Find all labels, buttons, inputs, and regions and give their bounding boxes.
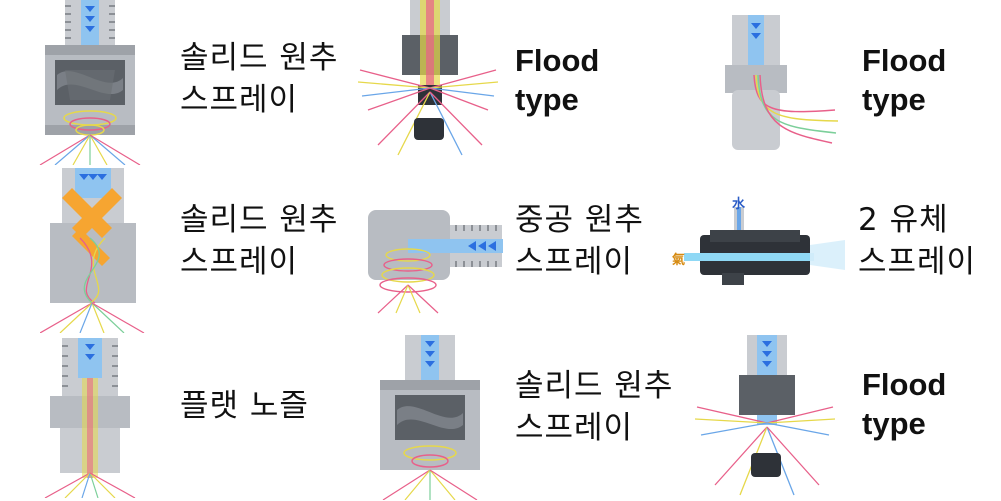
label-line-1: 솔리드 원추 bbox=[180, 202, 339, 238]
label-line-2: type bbox=[515, 81, 579, 117]
label-line-2: 스프레이 bbox=[180, 81, 299, 118]
label-line-2: 스프레이 bbox=[180, 243, 299, 280]
nozzle-label: 2 유체 스프레이 bbox=[858, 200, 976, 284]
label-line-2: type bbox=[862, 81, 926, 117]
nozzle-label: Flood type bbox=[515, 42, 599, 120]
label-line-2: 스프레이 bbox=[515, 243, 634, 280]
nozzle-label: 솔리드 원추 스프레이 bbox=[180, 200, 338, 284]
label-line-2: 스프레이 bbox=[515, 409, 634, 446]
label-line-1: Flood bbox=[515, 43, 600, 78]
label-line-1: Flood bbox=[862, 367, 947, 402]
nozzle-label: 플랫 노즐 bbox=[180, 386, 309, 428]
flat-fan-nozzle-icon bbox=[44, 338, 136, 498]
label-line-1: 중공 원추 bbox=[515, 202, 644, 238]
angled-flood-nozzle-icon bbox=[725, 15, 839, 150]
label-line-1: 솔리드 원추 bbox=[180, 40, 339, 76]
air-callout: 氣 bbox=[672, 253, 686, 268]
x-vane-solid-cone-nozzle-icon bbox=[40, 168, 145, 333]
label-line-1: 플랫 노즐 bbox=[180, 388, 309, 424]
label-line-1: 솔리드 원추 bbox=[515, 368, 674, 404]
nozzle-label: 솔리드 원추 스프레이 bbox=[515, 366, 673, 450]
nozzle-label: Flood type bbox=[862, 366, 946, 444]
two-fluid-nozzle-icon bbox=[684, 207, 845, 285]
label-line-1: 2 유체 bbox=[858, 202, 949, 238]
flood-nozzle-icon bbox=[358, 0, 498, 156]
label-line-2: type bbox=[862, 405, 926, 441]
nozzle-label: 중공 원추 스프레이 bbox=[515, 200, 644, 284]
label-line-1: Flood bbox=[862, 43, 947, 78]
flood-nozzle-icon bbox=[695, 335, 835, 496]
hollow-cone-nozzle-icon bbox=[368, 210, 503, 314]
solid-cone-nozzle-icon bbox=[39, 0, 141, 165]
water-callout: 水 bbox=[732, 197, 746, 212]
nozzle-label: Flood type bbox=[862, 42, 946, 120]
label-line-2: 스프레이 bbox=[858, 243, 977, 280]
nozzle-label: 솔리드 원추 스프레이 bbox=[180, 38, 338, 122]
solid-cone-nozzle-icon bbox=[380, 335, 480, 500]
